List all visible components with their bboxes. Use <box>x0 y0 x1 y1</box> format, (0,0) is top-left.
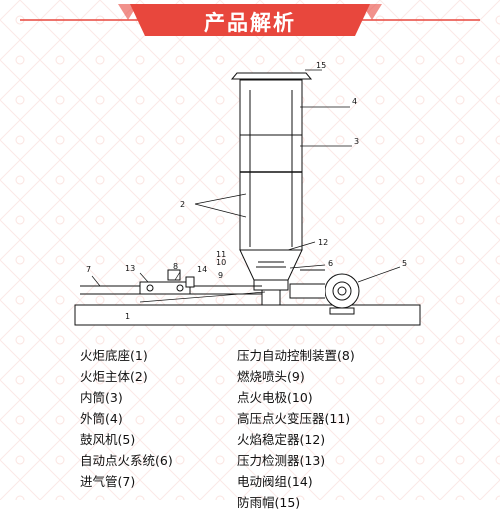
parts-legend: 火炬底座(1) 火炬主体(2) 内筒(3) 外筒(4) 鼓风机(5) 自动点火系… <box>0 345 500 510</box>
callout-1: 1 <box>125 312 130 321</box>
rain-cap-shape <box>230 72 313 80</box>
legend-item-6: 自动点火系统(6) <box>80 453 173 468</box>
legend-item-4: 外筒(4) <box>80 411 123 426</box>
legend-item-15: 防雨帽(15) <box>237 495 301 510</box>
header-banner <box>20 4 480 36</box>
legend-item-2: 火炬主体(2) <box>80 369 148 384</box>
legend-item-3: 内筒(3) <box>80 390 123 405</box>
legend-item-7: 进气管(7) <box>80 474 136 489</box>
page-title: 产品解析 <box>204 11 296 35</box>
callout-14: 14 <box>197 265 207 274</box>
legend-item-13: 压力检测器(13) <box>237 453 326 468</box>
callout-5: 5 <box>402 259 407 268</box>
callout-3: 3 <box>354 137 359 146</box>
legend-item-12: 火焰稳定器(12) <box>237 432 326 447</box>
callout-6: 6 <box>328 259 333 268</box>
legend-item-5: 鼓风机(5) <box>80 432 136 447</box>
callout-7: 7 <box>86 265 91 274</box>
callout-2: 2 <box>180 200 185 209</box>
legend-item-1: 火炬底座(1) <box>80 348 148 363</box>
callout-10: 10 <box>216 258 226 267</box>
blower-shape <box>289 273 360 315</box>
callout-11: 11 <box>216 250 226 259</box>
outer-tube <box>239 79 303 251</box>
callout-8: 8 <box>173 262 178 271</box>
cone-funnel <box>239 249 303 281</box>
legend-item-9: 燃烧喷头(9) <box>237 369 305 384</box>
callout-12: 12 <box>318 238 328 247</box>
callout-15: 15 <box>316 61 326 70</box>
callout-9: 9 <box>218 271 223 280</box>
legend-item-14: 电动阀组(14) <box>237 474 313 489</box>
callout-4: 4 <box>352 97 357 106</box>
legend-item-8: 压力自动控制装置(8) <box>237 348 355 363</box>
callout-13: 13 <box>125 264 135 273</box>
legend-item-10: 点火电极(10) <box>237 390 313 405</box>
legend-item-11: 高压点火变压器(11) <box>237 411 351 426</box>
flare-diagram: 15 4 3 2 12 11 10 6 5 7 13 8 14 9 1 <box>74 61 421 326</box>
